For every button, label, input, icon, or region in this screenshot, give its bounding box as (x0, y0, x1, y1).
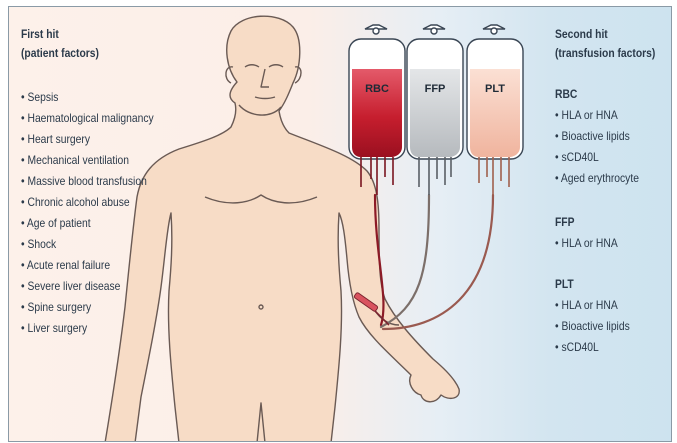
blood-bag-plt (467, 25, 523, 195)
list-item: Acute renal failure (21, 255, 154, 276)
list-item: Shock (21, 234, 154, 255)
bag-label-ffp: FFP (420, 83, 450, 95)
list-item: Mechanical ventilation (21, 150, 154, 171)
list-item: Liver surgery (21, 318, 154, 339)
rbc-factor-list: HLA or HNA Bioactive lipids sCD40L Aged … (555, 105, 639, 189)
body-outline (105, 16, 459, 442)
list-item: Sepsis (21, 87, 154, 108)
ffp-group-heading: FFP (555, 213, 574, 232)
list-item: HLA or HNA (555, 233, 618, 254)
list-item: Bioactive lipids (555, 126, 639, 147)
bag-label-plt: PLT (480, 83, 510, 95)
list-item: Age of patient (21, 213, 154, 234)
first-hit-title-line2: (patient factors) (21, 44, 99, 63)
plt-factor-list: HLA or HNA Bioactive lipids sCD40L (555, 295, 630, 358)
ffp-factor-list: HLA or HNA (555, 233, 618, 254)
second-hit-title-line1: Second hit (555, 25, 655, 44)
blood-bag-ffp (407, 25, 463, 195)
transfusion-lines (375, 195, 493, 329)
list-item: Bioactive lipids (555, 316, 630, 337)
second-hit-title: Second hit (transfusion factors) (555, 25, 655, 63)
list-item: Spine surgery (21, 297, 154, 318)
list-item: sCD40L (555, 147, 639, 168)
first-hit-list: Sepsis Haematological malignancy Heart s… (21, 87, 154, 339)
second-hit-title-line2: (transfusion factors) (555, 44, 655, 63)
diagram-panel: RBC FFP PLT First hit (patient factors) … (8, 6, 672, 442)
first-hit-title: First hit (patient factors) (21, 25, 99, 63)
list-item: sCD40L (555, 337, 630, 358)
tube-plt (383, 195, 493, 329)
list-item: Aged erythrocyte (555, 168, 639, 189)
list-item: Chronic alcohol abuse (21, 192, 154, 213)
list-item: Haematological malignancy (21, 108, 154, 129)
first-hit-title-line1: First hit (21, 25, 99, 44)
list-item: Massive blood transfusion (21, 171, 154, 192)
list-item: Heart surgery (21, 129, 154, 150)
plt-group-heading: PLT (555, 275, 574, 294)
list-item: HLA or HNA (555, 295, 630, 316)
rbc-group-heading: RBC (555, 85, 577, 104)
human-figure (105, 16, 459, 442)
list-item: Severe liver disease (21, 276, 154, 297)
list-item: HLA or HNA (555, 105, 639, 126)
bag-label-rbc: RBC (362, 83, 392, 95)
